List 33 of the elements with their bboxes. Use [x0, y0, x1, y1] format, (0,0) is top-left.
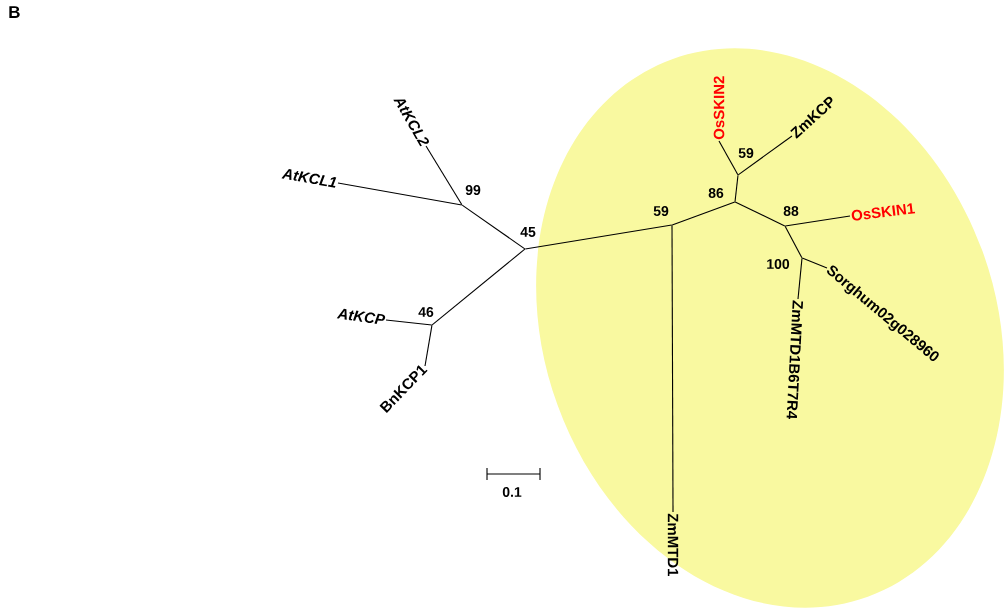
tree-branch — [797, 257, 803, 300]
taxon-label: AtKCL1 — [281, 169, 337, 188]
tree-branch — [784, 225, 803, 259]
bootstrap-value: 86 — [708, 188, 724, 198]
taxon-label: ZmMTD1B6T7R4 — [786, 300, 804, 420]
tree-branch — [737, 135, 793, 176]
tree-branch — [671, 224, 674, 513]
taxon-label: AtKCP — [336, 308, 386, 324]
bootstrap-value: 45 — [520, 227, 536, 237]
tree-branch — [784, 215, 851, 227]
taxon-label: ZmMTD1 — [667, 513, 679, 577]
tree-branch — [671, 201, 736, 226]
bootstrap-value: 88 — [783, 206, 799, 216]
bootstrap-value: 59 — [653, 206, 669, 216]
bootstrap-value: 59 — [738, 148, 754, 158]
taxon-label: OsSKIN2 — [713, 76, 725, 140]
tree-branch — [461, 204, 526, 250]
tree-branch — [718, 140, 739, 176]
tree-branch — [337, 182, 463, 206]
tree-branch — [734, 174, 739, 203]
taxon-label: OsSKIN1 — [851, 203, 916, 221]
tree-branch — [524, 224, 673, 250]
tree-branch — [734, 201, 786, 227]
scale-label: 0.1 — [502, 487, 522, 497]
tree-branch — [425, 145, 463, 206]
bootstrap-value: 99 — [465, 185, 481, 195]
bootstrap-value: 100 — [767, 259, 790, 269]
tree-branch — [424, 324, 433, 367]
panel-letter: B — [9, 6, 20, 18]
tree-branch — [431, 248, 526, 326]
bootstrap-value: 46 — [418, 307, 434, 317]
tree-branch — [385, 319, 433, 326]
tree-branch — [801, 257, 828, 269]
